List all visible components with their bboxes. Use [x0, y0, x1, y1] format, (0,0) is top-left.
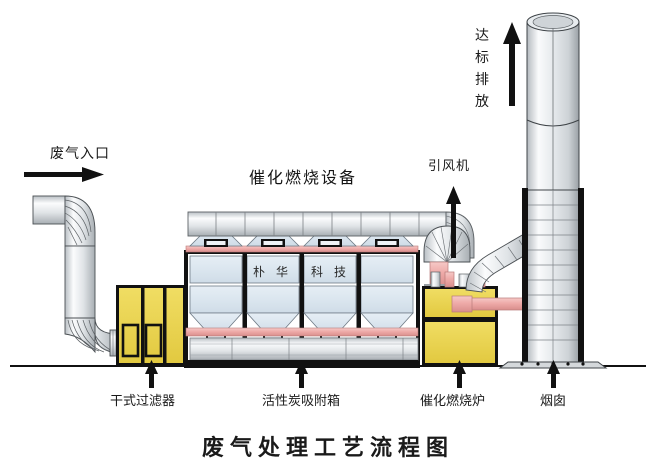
fan-arrow [446, 186, 461, 258]
inlet-arrow [24, 167, 104, 182]
brand-text: 朴 华 科 技 [253, 264, 350, 279]
svg-text:朴: 朴 [253, 264, 269, 279]
label-carbon-box: 活性炭吸附箱 [262, 393, 340, 409]
label-dry-filter: 干式过滤器 [110, 394, 175, 409]
callout-arrows [145, 360, 560, 388]
svg-text:技: 技 [334, 265, 350, 279]
svg-text:达: 达 [475, 28, 489, 44]
inlet-label: 废气入口 [50, 146, 110, 162]
stack-connection-duct [451, 233, 542, 313]
diagram-title: 废气处理工艺流程图 [202, 435, 454, 461]
dry-filter-unit [116, 285, 186, 366]
svg-text:标: 标 [475, 50, 489, 66]
svg-text:排: 排 [475, 72, 489, 88]
svg-text:放: 放 [475, 94, 489, 110]
svg-text:科: 科 [311, 265, 327, 279]
label-chimney: 烟囱 [540, 394, 566, 409]
equipment-label: 催化燃烧设备 [249, 168, 357, 187]
fan-label: 引风机 [428, 159, 470, 174]
carbon-adsorption-boxes [184, 227, 420, 368]
outlet-arrow [503, 22, 521, 106]
inlet-duct [32, 195, 125, 357]
chimney-stack [498, 12, 608, 369]
svg-text:华: 华 [276, 265, 292, 279]
catalytic-burner-unit [422, 271, 498, 366]
outlet-label: 达 标 排 放 [475, 28, 489, 110]
label-catalytic-burner: 催化燃烧炉 [420, 393, 485, 409]
